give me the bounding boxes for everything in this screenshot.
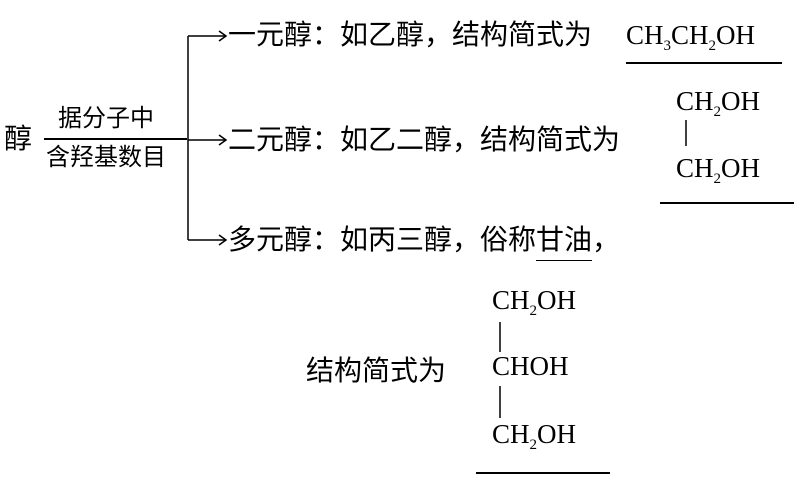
branch-1-name: 一元醇：如乙醇，结构简式为 [228,18,593,51]
glycerol-row-1: CH2OH [492,285,577,319]
criterion-top: 据分子中 [58,104,154,132]
root-label: 醇 [4,122,33,155]
glycerol-label: 结构简式为 [306,354,447,387]
arrow-2-head [218,134,228,146]
arrow-3-head [218,234,228,246]
answer-line-2 [660,202,794,204]
criterion-divider [44,138,187,140]
branch-3-name: 多元醇：如丙三醇，俗称甘油， [228,226,620,261]
ethanol-formula: CH3CH2OH [626,20,756,54]
common-name-glycerin: 甘油 [536,226,593,261]
ethylene-glycol-bottom: CH2OH [676,153,761,187]
answer-line-1 [626,62,782,64]
ethylene-glycol-top: CH2OH [676,86,761,120]
branch-2-name: 二元醇：如乙二醇，结构简式为 [228,123,621,156]
answer-line-3 [476,472,610,474]
criterion-bottom: 含羟基数目 [46,143,166,171]
arrow-1-head [218,30,228,42]
glycerol-row-2: CHOH [492,351,569,381]
glycerol-row-3: CH2OH [492,419,577,453]
